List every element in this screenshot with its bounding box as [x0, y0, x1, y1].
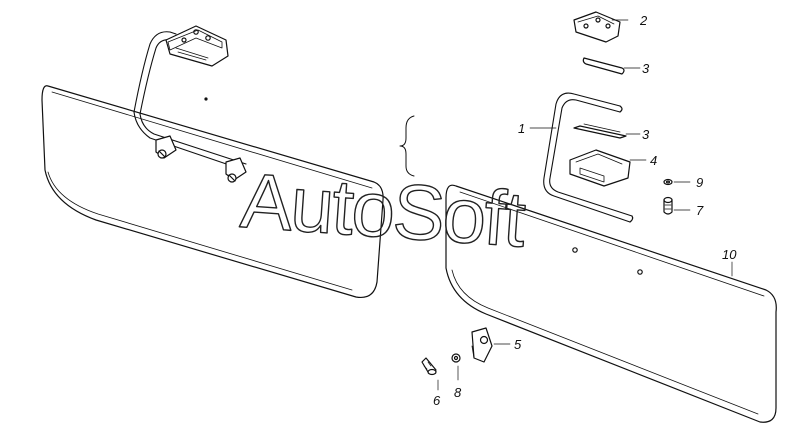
part-6-screw	[421, 357, 437, 376]
callout-2: 2	[639, 13, 648, 28]
part-4-bracket	[569, 149, 631, 187]
part-1-rod-end-top	[619, 105, 623, 113]
callout-labels: 2 3 1 3 4 9 7 10 5 6 8	[433, 13, 737, 408]
callout-3-lower: 3	[642, 127, 650, 142]
watermark-logo: AutoSoft	[238, 156, 529, 264]
part-10-visor-panel-edge	[451, 191, 765, 415]
callout-8: 8	[454, 385, 462, 400]
part-10-hole-1	[572, 247, 578, 253]
part-3-upper-liner	[582, 57, 625, 75]
left-visor-rod	[133, 31, 177, 115]
callout-10: 10	[722, 247, 737, 262]
part-9-washer	[663, 178, 673, 186]
callout-4: 4	[650, 153, 657, 168]
left-visor-dot	[204, 97, 208, 101]
leader-lines	[437, 19, 733, 391]
left-visor-panel	[41, 85, 384, 299]
part-8-washer	[451, 353, 461, 363]
part-3-lower-liner	[573, 125, 627, 139]
part-5-clip	[471, 327, 493, 363]
center-bracket-mark	[399, 115, 415, 177]
left-visor-assembly	[41, 25, 384, 299]
part-10-visor-panel	[445, 184, 777, 423]
part-2-hinge	[573, 11, 621, 43]
part-1-rod	[543, 92, 633, 223]
left-visor-rod-lower	[133, 111, 247, 171]
part-7-screw	[663, 196, 673, 215]
part-10-hole-2	[637, 269, 643, 275]
callout-3-upper: 3	[642, 61, 650, 76]
callout-5: 5	[514, 337, 522, 352]
left-visor-panel-edge	[47, 91, 373, 291]
part-1-rod-end-bottom	[629, 215, 634, 223]
callout-6: 6	[433, 393, 441, 408]
callout-7: 7	[696, 203, 704, 218]
right-visor-exploded	[421, 11, 777, 423]
left-hinge-bracket	[165, 25, 229, 67]
callout-1: 1	[518, 121, 525, 136]
left-rod-clip-2	[225, 157, 247, 183]
left-rod-clip-1	[155, 135, 177, 159]
callout-9: 9	[696, 175, 703, 190]
